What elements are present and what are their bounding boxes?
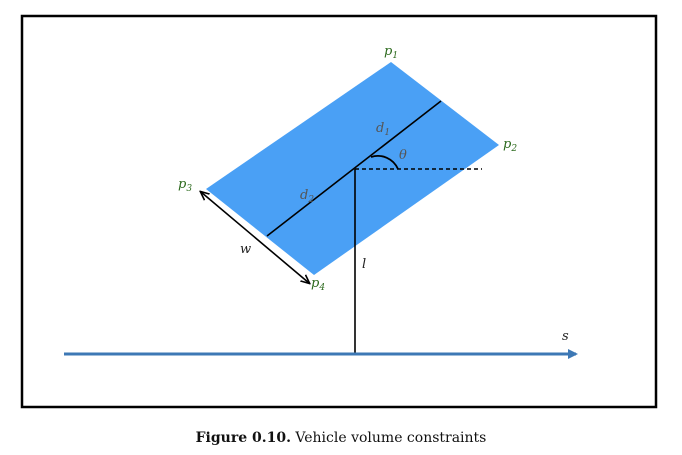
caption-prefix: Figure 0.10. [195,430,291,446]
corner-label-p2: p2 [503,137,517,154]
label-d2: d2 [300,188,314,205]
corner-label-p4: p4 [311,276,325,293]
corner-label-p1: p1 [384,44,398,61]
width-dimension-arrow [201,192,309,283]
figure-caption: Figure 0.10. Vehicle volume constraints [0,430,682,446]
label-width: w [240,242,251,257]
corner-label-p3: p3 [178,177,192,194]
label-theta: θ [399,148,407,163]
label-l: l [362,257,366,272]
label-s-axis: s [562,329,569,344]
theta-arc [370,155,399,170]
label-d1: d1 [376,121,390,138]
caption-text: Vehicle volume constraints [295,430,487,446]
